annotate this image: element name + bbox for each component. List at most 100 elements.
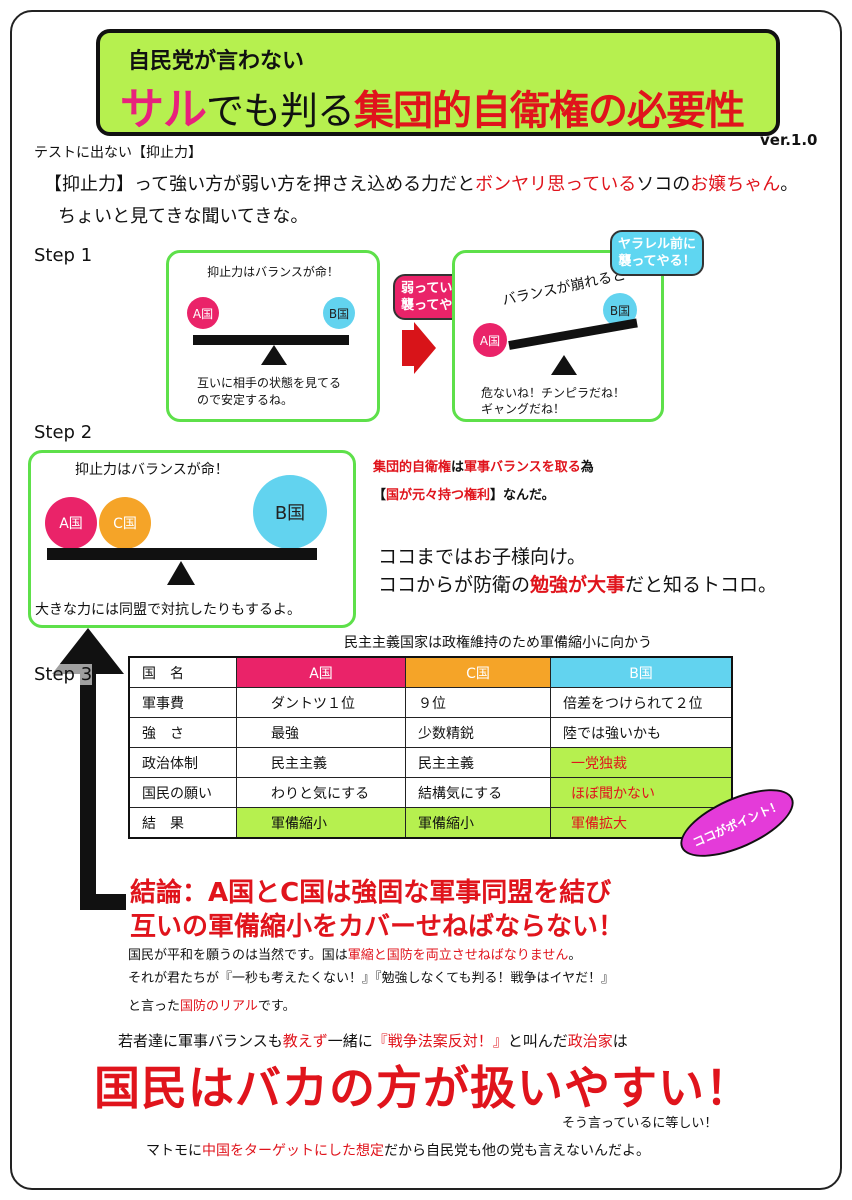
table-row: 結 果 軍備縮小 軍備縮小 軍備拡大 (128, 807, 733, 839)
kids-line2: ココからが防衛の勉強が大事だと知るトコロ。 (378, 570, 777, 597)
table-cell: 民主主義 (236, 747, 406, 778)
conclusion-p1: 国民が平和を願うのは当然です。国は軍縮と国防を両立させねばなりません。 (128, 944, 614, 967)
table-cell: 強 さ (128, 717, 237, 748)
big-arrow-shaft (80, 674, 96, 910)
country-a-circle: A国 (187, 297, 219, 329)
conclusion-p1-b: 軍縮と国防を両立させねばなりません (347, 948, 569, 963)
table-cell: 軍備縮小 (236, 807, 406, 839)
step2-note1: 集団的自衛権は軍事バランスを取る為 (373, 456, 594, 475)
country-b-label-up: B国 (609, 303, 631, 318)
table-cell: 少数精鋭 (405, 717, 551, 748)
intro-label: テストに出ない【抑止力】 (34, 145, 202, 161)
step1-right-caption-2: ギャングだね！ (481, 402, 566, 416)
intro-line1-d: お嬢ちゃん (690, 174, 781, 195)
table-row: 政治体制 民主主義 民主主義 一党独裁 (128, 747, 733, 778)
intro-line2: ちょいと見てきな聞いてきな。 (58, 206, 309, 227)
step1-left-panel: 抑止力はバランスが命！ A国 B国 互いに相手の状態を見てる ので安定するね。 (166, 250, 380, 422)
table-header-cell: 国 名 (128, 656, 237, 688)
footer-line: マトモに中国をターゲットにした想定だから自民党も他の党も言えないんだよ。 (146, 1140, 650, 1160)
seesaw-fulcrum (261, 345, 287, 365)
table-header-row: 国 名 A国 C国 B国 (128, 656, 733, 688)
big-arrow-foot (80, 894, 126, 910)
intro-line1: 【抑止力】って強い方が弱い方を押さえ込める力だとボンヤリ思っているソコのお嬢ちゃ… (44, 170, 798, 196)
conclusion-p2: それが君たちが『一秒も考えたくない！』『勉強しなくても判る！戦争はイヤだ！』 (128, 971, 615, 986)
version-label: ver.1.0 (760, 131, 818, 149)
step1-left-caption-2: ので安定するね。 (197, 393, 294, 407)
step3-heading: 民主主義国家は政権維持のため軍備縮小に向かう (344, 635, 652, 651)
table-cell: 結構気にする (405, 777, 551, 808)
title-mid: でも判る (206, 89, 355, 133)
conclusion-p3: と言った国防のリアルです。 (128, 995, 614, 1018)
step2-note1-b: は (451, 460, 465, 475)
step2-note2-a: 【 (373, 488, 387, 503)
title-small: 自民党が言わない (128, 49, 305, 74)
conclusion-p3-a: と言った (128, 999, 181, 1014)
step1-right-panel: バランスが崩れると B国 A国 危ないね！チンピラだね！ ギャングだね！ (452, 250, 664, 422)
kids-line1: ココまではお子様向け。 (378, 546, 587, 568)
step2-note1-d: 為 (580, 460, 594, 475)
footer-b: 中国をターゲットにした想定 (202, 1143, 384, 1159)
page-title: サルでも判る集団的自衛権の必要性 (120, 73, 745, 137)
youth-line: 若者達に軍事バランスも教えず一緒に『戦争法案反対！』と叫んだ政治家は (118, 1030, 628, 1051)
intro-line1-b: ボンヤリ思っている (475, 174, 637, 195)
intro-line1-a: 【抑止力】って強い方が弱い方を押さえ込める力だと (44, 174, 476, 195)
equal-note: そう言っているに等しい！ (562, 1116, 718, 1131)
table-row: 強 さ 最強 少数精鋭 陸では強いかも (128, 717, 733, 748)
step2-beam (47, 548, 317, 560)
table-cell: 軍事費 (128, 687, 237, 718)
intro-line1-e: 。 (780, 174, 799, 195)
table-cell: 陸では強いかも (550, 717, 733, 748)
conclusion-p1-a: 国民が平和を願うのは当然です。国は (128, 948, 348, 963)
country-a-label: A国 (192, 306, 214, 321)
title-box: 自民党が言わない サルでも判る集団的自衛権の必要性 (96, 29, 780, 136)
tilted-fulcrum (551, 355, 577, 375)
title-saru: サル (120, 84, 207, 135)
kids-line2-b: 勉強が大事 (530, 574, 626, 596)
step1-left-title: 抑止力はバランスが命！ (207, 265, 339, 279)
bubble-pre-1: ヤラレル前に (618, 237, 697, 252)
conclusion-line2: 互いの軍備縮小をカバーせねばならない！ (130, 912, 625, 942)
youth-b: 教えず (282, 1032, 328, 1050)
table-header-cell: C国 (405, 656, 551, 688)
youth-f: 政治家 (567, 1032, 613, 1050)
country-a-circle-2: A国 (45, 497, 97, 549)
step1-right-caption: 危ないね！チンピラだね！ ギャングだね！ (481, 385, 625, 417)
youth-d: 『戦争法案反対！』 (372, 1032, 508, 1050)
bubble-pre-2: 襲ってやる！ (618, 254, 696, 269)
step3-label: Step 3 (34, 664, 93, 685)
bubble-pre: ヤラレル前に 襲ってやる！ (610, 230, 705, 276)
step2-panel: 抑止力はバランスが命！ A国 C国 B国 大きな力には同盟で対抗したりもするよ。 (28, 450, 356, 628)
tilted-beam (508, 318, 638, 350)
kids-line2-a: ココからが防衛の (378, 574, 531, 596)
country-b-circle-big: B国 (253, 475, 327, 549)
conclusion-p3-c: です。 (257, 999, 296, 1014)
step1-right-caption-1: 危ないね！チンピラだね！ (481, 386, 626, 400)
table-cell: 倍差をつけられて２位 (550, 687, 733, 718)
intro-line1-c: ソコの (636, 174, 691, 195)
seesaw-beam (193, 335, 349, 345)
table-cell: 民主主義 (405, 747, 551, 778)
step2-note1-a: 集団的自衛権 (373, 460, 452, 475)
step2-fulcrum (167, 561, 195, 585)
table-cell: 軍備縮小 (405, 807, 551, 839)
step2-title: 抑止力はバランスが命！ (75, 462, 229, 478)
youth-e: と叫んだ (507, 1032, 568, 1050)
table-cell: 結 果 (128, 807, 237, 839)
conclusion-p1-c: 。 (568, 948, 582, 963)
table-cell: 国民の願い (128, 777, 237, 808)
step1-label: Step 1 (34, 245, 93, 266)
step1-left-caption: 互いに相手の状態を見てる ので安定するね。 (197, 375, 341, 409)
country-a-label-down: A国 (479, 333, 501, 348)
arrow-right-icon (414, 322, 436, 374)
table-cell: ほぼ聞かない (550, 777, 733, 808)
step2-note1-c: 軍事バランスを取る (464, 460, 581, 475)
comparison-table: 国 名 A国 C国 B国 軍事費 ダントツ１位 ９位 倍差をつけられて２位 強 … (128, 656, 733, 839)
table-cell: わりと気にする (236, 777, 406, 808)
conclusion-p3-b: 国防のリアル (180, 999, 258, 1014)
country-b-circle: B国 (323, 297, 355, 329)
step1-left-caption-1: 互いに相手の状態を見てる (197, 376, 342, 390)
youth-a: 若者達に軍事バランスも (118, 1032, 283, 1050)
country-c-circle: C国 (99, 497, 151, 549)
step2-note2-b: 国が元々持つ権利 (386, 488, 491, 503)
country-c-label: C国 (113, 516, 137, 532)
